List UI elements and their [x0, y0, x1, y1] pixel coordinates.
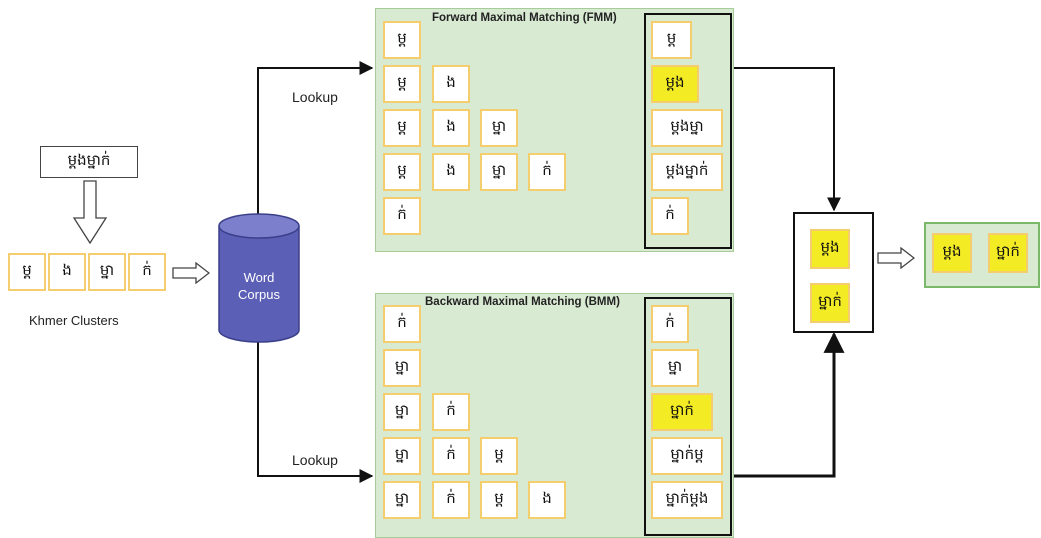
lookup-line-top: [257, 61, 374, 222]
khmer-cluster-box: ក់: [128, 253, 166, 291]
final-word-box: ម្តង: [932, 233, 972, 273]
fmm-result-box: ម្ត: [651, 21, 692, 59]
bmm-cluster-box: ម្នា: [383, 437, 421, 475]
lookup-label-top: Lookup: [292, 89, 338, 105]
bmm-cluster-box: ក់: [432, 437, 470, 475]
fmm-cluster-box: ង: [432, 65, 470, 103]
fmm-cluster-box: ក់: [528, 153, 566, 191]
khmer-cluster-box: ង: [48, 253, 86, 291]
bmm-result-box: ក់: [651, 305, 689, 343]
khmer-clusters-row: ម្តងម្នាក់: [8, 253, 168, 291]
bmm-cluster-box: ម្ត: [480, 481, 518, 519]
fmm-cluster-box: ង: [432, 109, 470, 147]
fmm-cluster-box: ម្ត: [383, 153, 421, 191]
fmm-result-box: ក់: [651, 197, 689, 235]
fmm-cluster-box: ង: [432, 153, 470, 191]
fmm-cluster-box: ម្ត: [383, 109, 421, 147]
fmm-to-merge-line: [733, 67, 841, 212]
final-word-box: ម្នាក់: [988, 233, 1028, 273]
word-corpus-database-icon: Word Corpus: [218, 213, 300, 343]
bmm-cluster-box: ម្នា: [383, 481, 421, 519]
bmm-cluster-box: ម្ត: [480, 437, 518, 475]
bmm-cluster-box: ក់: [383, 305, 421, 343]
fmm-cluster-box: ម្នា: [480, 109, 518, 147]
bmm-to-merge-line: [733, 331, 845, 478]
bmm-result-box: ម្នាក់ម្ត: [651, 437, 723, 475]
fmm-result-box: ម្តង: [651, 65, 699, 103]
bmm-result-column: [644, 297, 732, 536]
input-down-arrow: [72, 180, 108, 245]
fmm-cluster-box: ម្ត: [383, 65, 421, 103]
input-word-box: ម្តងម្នាក់: [40, 146, 138, 178]
corpus-label-line1: Word: [244, 270, 275, 285]
fmm-title: Forward Maximal Matching (FMM): [432, 12, 617, 24]
fmm-result-box: ម្តងម្នាក់: [651, 153, 723, 191]
bmm-result-box: ម្នាក់: [651, 393, 713, 431]
hollow-right-arrow-icon: [877, 247, 915, 269]
khmer-cluster-box: ម្ត: [8, 253, 46, 291]
lookup-label-bottom: Lookup: [292, 452, 338, 468]
fmm-cluster-box: ក់: [383, 197, 421, 235]
fmm-cluster-box: ម្នា: [480, 153, 518, 191]
bmm-cluster-box: ង: [528, 481, 566, 519]
khmer-clusters-label: Khmer Clusters: [29, 313, 119, 328]
fmm-cluster-box: ម្ត: [383, 21, 421, 59]
lookup-line-bottom: [257, 336, 374, 483]
khmer-cluster-box: ម្នា: [88, 253, 126, 291]
bmm-result-box: ម្នា: [651, 349, 699, 387]
merged-word-box: ម្នាក់: [810, 283, 850, 323]
bmm-cluster-box: ក់: [432, 481, 470, 519]
fmm-result-column: [644, 13, 732, 249]
hollow-right-arrow-icon: [172, 262, 210, 284]
bmm-cluster-box: ម្នា: [383, 393, 421, 431]
bmm-title: Backward Maximal Matching (BMM): [425, 296, 620, 308]
bmm-cluster-box: ម្នា: [383, 349, 421, 387]
fmm-result-box: ម្តងម្នា: [651, 109, 723, 147]
merged-word-box: ម្តង: [810, 229, 850, 269]
corpus-label-line2: Corpus: [238, 287, 280, 302]
bmm-cluster-box: ក់: [432, 393, 470, 431]
bmm-result-box: ម្នាក់ម្តង: [651, 481, 723, 519]
